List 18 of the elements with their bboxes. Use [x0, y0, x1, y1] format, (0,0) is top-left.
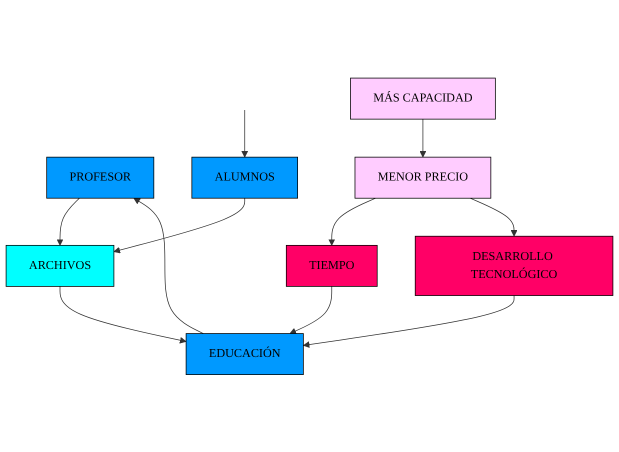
arrow: [60, 286, 186, 344]
node-box: DESARROLLO TECNOLÓGICO: [414, 236, 614, 296]
node-box: MENOR PRECIO: [354, 156, 492, 198]
arrow: [303, 294, 514, 348]
arrow: [420, 118, 426, 158]
node-box: TIEMPO: [286, 244, 378, 286]
arrow: [134, 198, 204, 334]
node-box: ARCHIVOS: [6, 244, 114, 286]
node-box: PROFESOR: [46, 156, 154, 198]
node-box: ALUMNOS: [191, 156, 298, 198]
node-box: EDUCACIÓN: [186, 332, 304, 375]
arrow: [290, 286, 332, 334]
arrow: [328, 198, 376, 246]
node-box: MÁS CAPACIDAD: [350, 77, 496, 120]
arrow: [114, 198, 246, 254]
arrow: [241, 109, 248, 158]
arrow: [56, 198, 80, 246]
arrow: [470, 198, 518, 236]
